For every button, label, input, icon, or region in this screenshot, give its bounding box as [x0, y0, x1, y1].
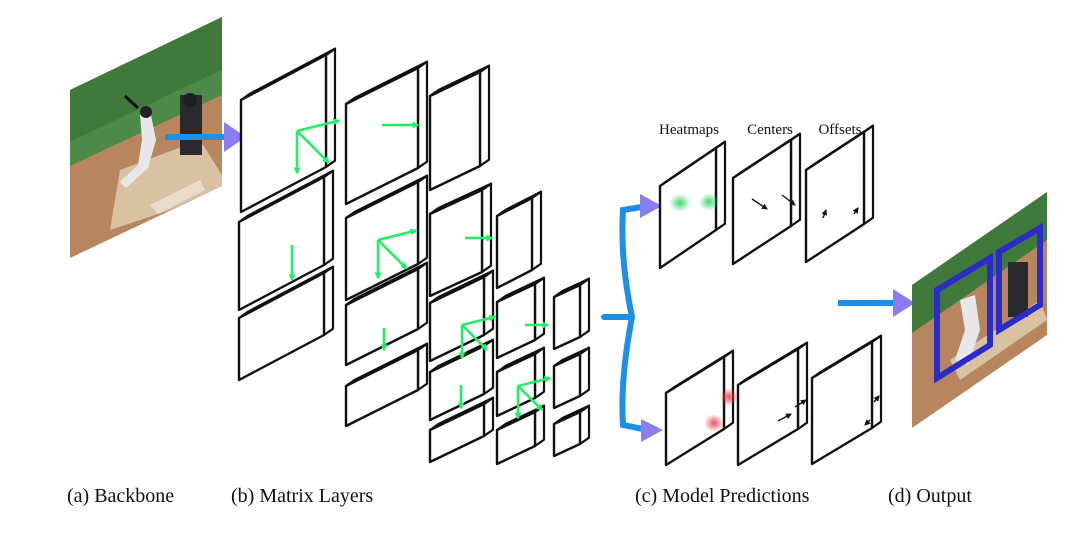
- vector-arrow: [777, 413, 792, 422]
- layer-arrow: [461, 324, 488, 351]
- prediction-map: [664, 349, 735, 467]
- layer-block: [495, 404, 546, 466]
- prediction-map: [731, 132, 802, 266]
- layer-block: [552, 346, 591, 410]
- heatmap-blob: [669, 194, 691, 212]
- layer-arrow: [461, 314, 497, 327]
- layer-block: [552, 404, 591, 458]
- layer-block: [428, 64, 491, 192]
- vector-arrow: [873, 395, 880, 403]
- vector-arrow: [821, 209, 828, 219]
- output-box-batter: [934, 252, 993, 384]
- heatmaps-label: Heatmaps: [659, 122, 719, 138]
- layer-block: [495, 276, 546, 360]
- layer-block: [344, 261, 429, 367]
- caption-matrix-layers: (b) Matrix Layers: [231, 485, 373, 507]
- top-head-arrow: [640, 194, 662, 218]
- bottom-head-arrow: [641, 419, 663, 442]
- output-box-umpire: [996, 222, 1043, 336]
- layer-block: [495, 346, 546, 418]
- prediction-map: [658, 140, 727, 270]
- caption-output: (d) Output: [888, 485, 972, 507]
- prediction-map: [810, 334, 883, 466]
- caption-model-predictions: (c) Model Predictions: [635, 485, 810, 507]
- backbone-arrow-head: [224, 122, 246, 152]
- layer-block: [237, 169, 335, 312]
- centers-label: Centers: [747, 122, 793, 138]
- offsets-label: Offsets: [818, 122, 861, 138]
- layer-block: [495, 190, 543, 290]
- vector-arrow: [751, 198, 768, 210]
- vector-arrow: [781, 194, 796, 206]
- heatmap-blob: [720, 388, 738, 406]
- backbone-input-image: [70, 17, 222, 258]
- prediction-map: [736, 341, 809, 467]
- layer-block: [428, 396, 495, 464]
- layer-block: [239, 47, 337, 214]
- output-image: [912, 192, 1047, 428]
- output-arrow-head: [893, 289, 915, 317]
- prediction-map: [804, 124, 875, 264]
- prediction-maps: [658, 124, 883, 467]
- heatmap-blob: [704, 414, 724, 432]
- layer-arrow: [517, 385, 544, 412]
- caption-backbone: (a) Backbone: [67, 485, 174, 507]
- heatmap-blob: [699, 193, 719, 211]
- layer-arrow: [296, 130, 330, 164]
- layer-block: [344, 342, 429, 428]
- layer-arrow: [377, 228, 418, 242]
- layer-block: [552, 277, 591, 351]
- layer-block: [428, 182, 493, 298]
- layer-block: [237, 265, 335, 382]
- layer-block: [344, 60, 429, 206]
- layer-block: [344, 174, 429, 302]
- layer-arrow: [296, 118, 341, 133]
- vector-arrow: [794, 399, 807, 408]
- split-connector: [601, 203, 651, 433]
- vector-arrow: [852, 207, 859, 215]
- layer-arrow: [517, 375, 552, 388]
- vector-arrow: [864, 419, 871, 426]
- layer-arrow: [377, 239, 408, 270]
- matrix-layer-arrows: [288, 118, 552, 420]
